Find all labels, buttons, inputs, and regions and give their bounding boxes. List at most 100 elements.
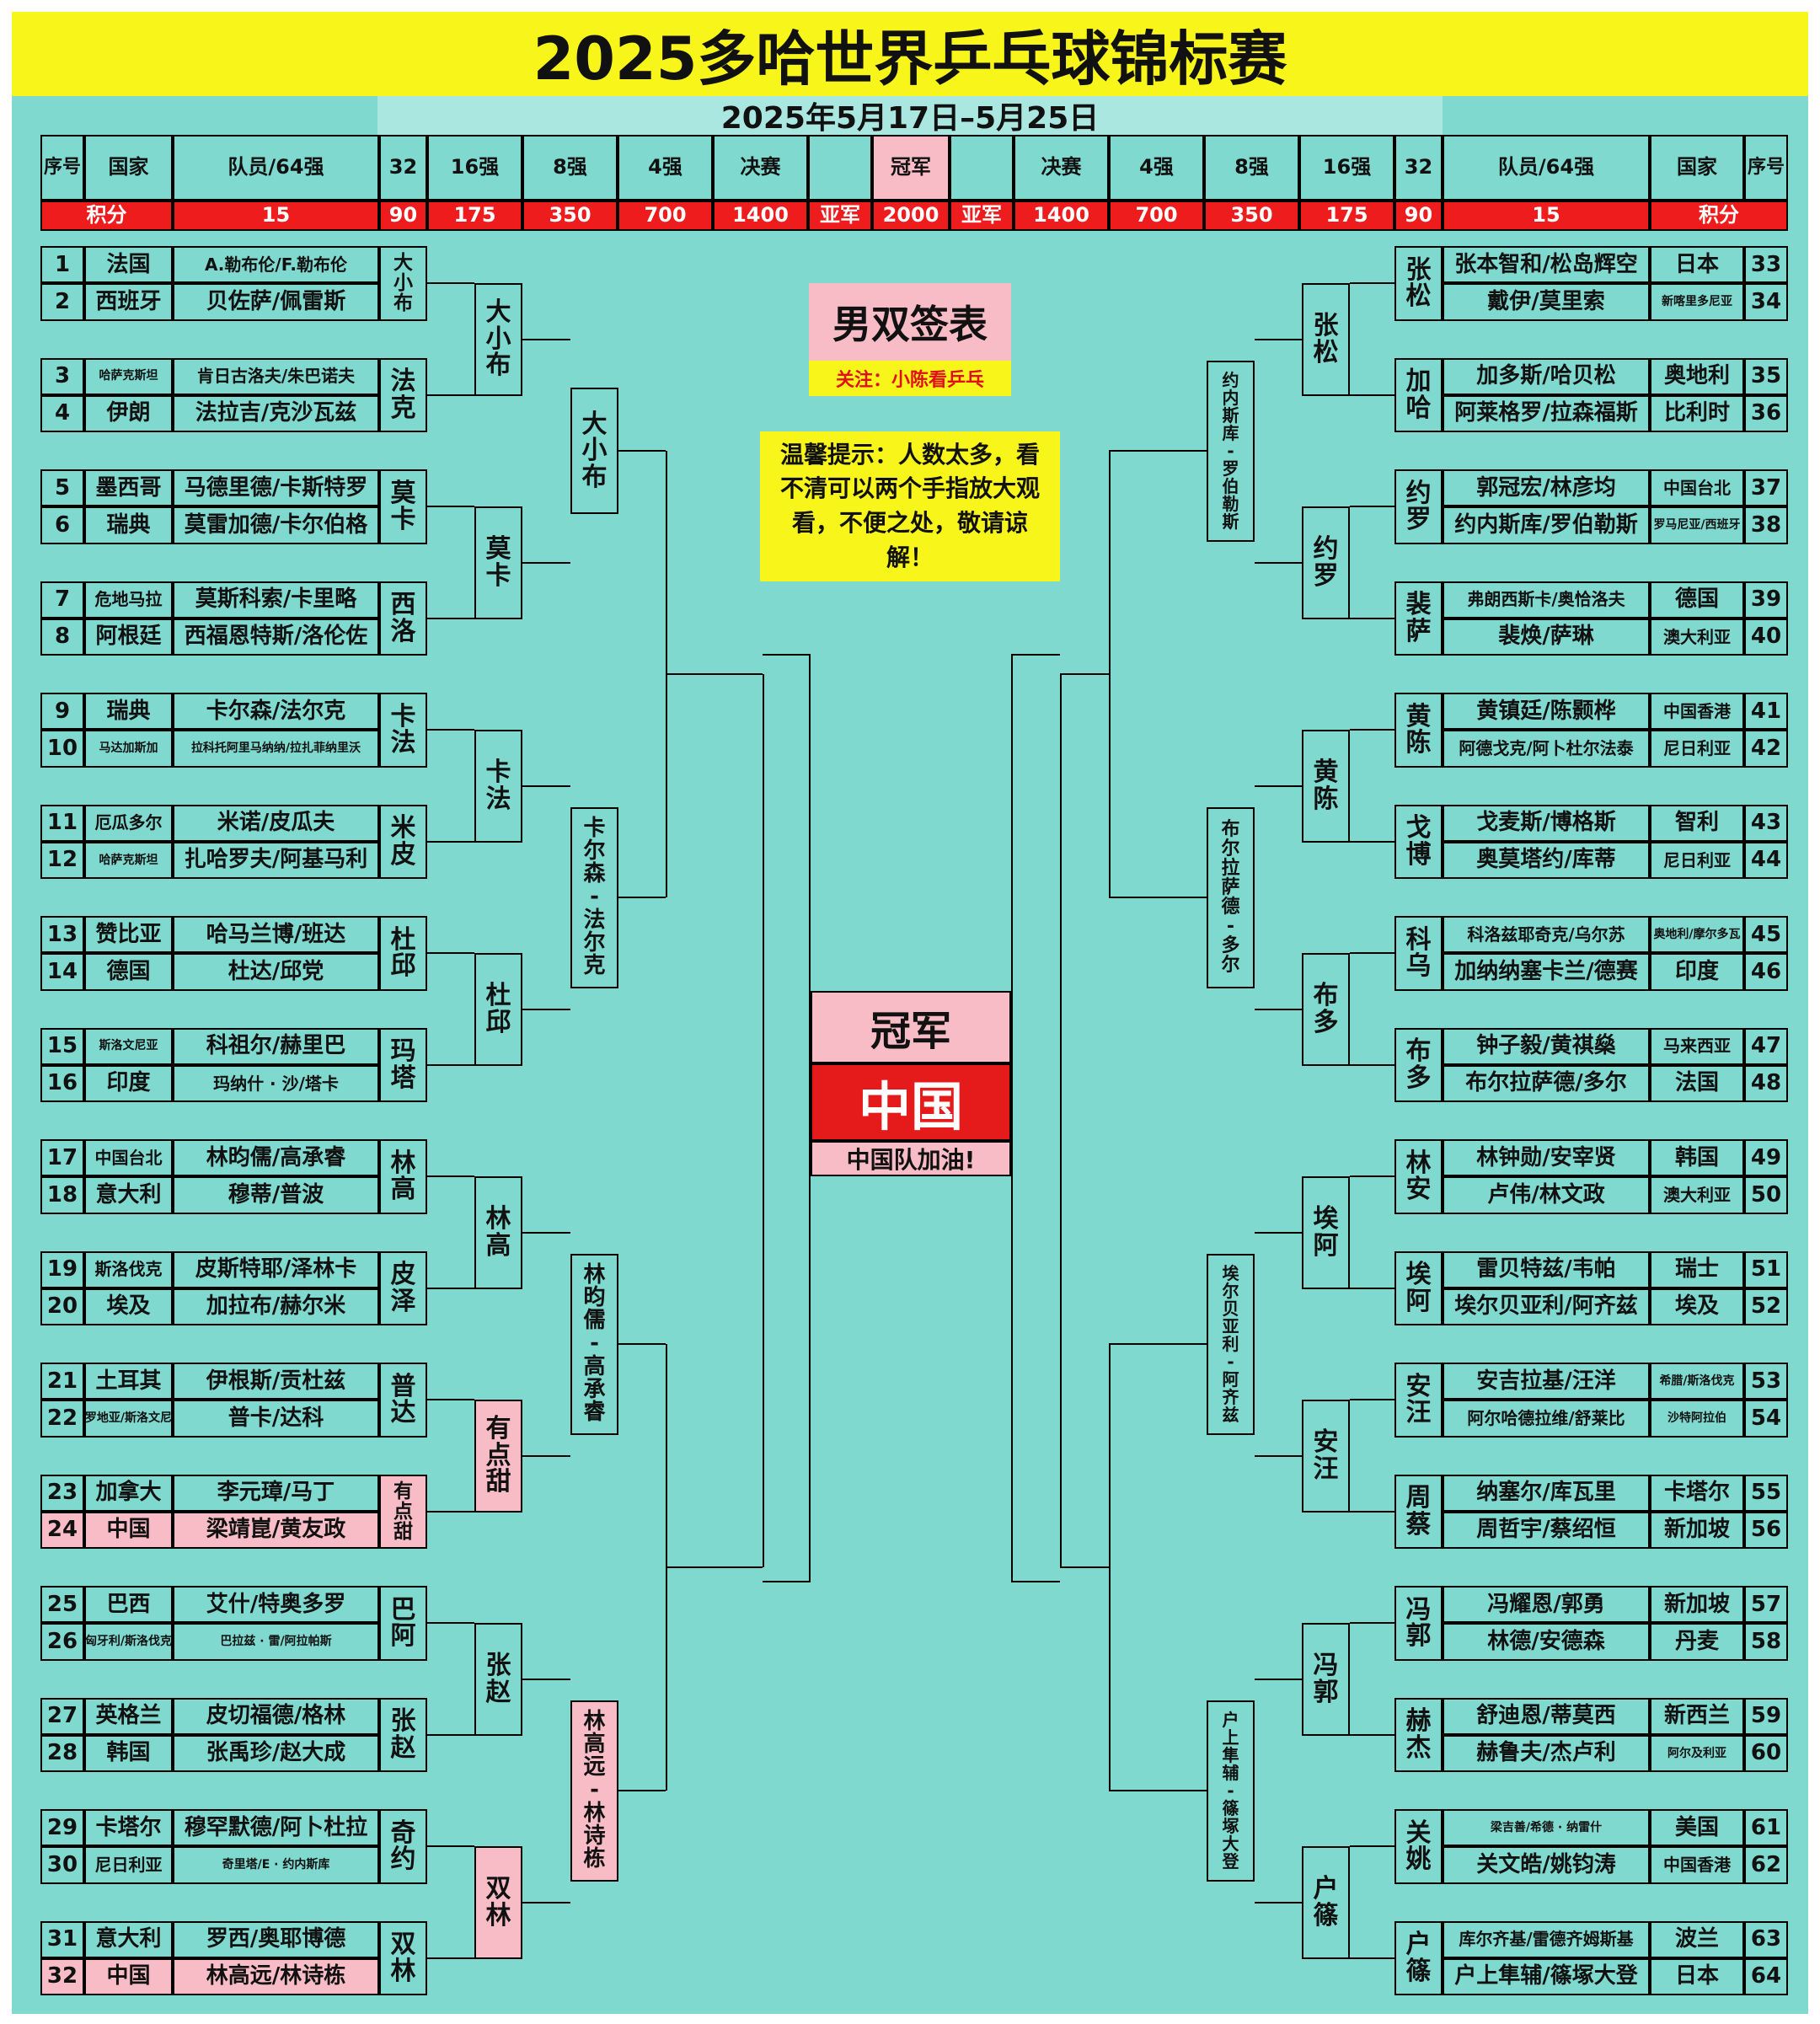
bracket-line — [1255, 1454, 1302, 1457]
points-r64: 15 — [173, 201, 379, 231]
team-country: 新加坡 — [1650, 1511, 1744, 1550]
seed-number: 41 — [1744, 693, 1788, 731]
bracket-line — [1255, 1678, 1302, 1680]
seed-number: 59 — [1744, 1697, 1788, 1735]
points-final: 1400 — [713, 201, 808, 231]
seed-number: 6 — [40, 506, 84, 544]
header-sf: 4强 — [618, 135, 713, 201]
team-country: 德国 — [1650, 581, 1744, 618]
team-players: 赫鲁夫/杰卢利 — [1443, 1734, 1650, 1773]
team-players: 扎哈罗夫/阿基马利 — [173, 841, 379, 880]
r16-winner-left: 林高 — [474, 1175, 522, 1289]
header-final: 决赛 — [1014, 135, 1109, 201]
team-country: 土耳其 — [84, 1363, 173, 1400]
seed-number: 62 — [1744, 1846, 1788, 1884]
seed-number: 38 — [1744, 506, 1788, 544]
bracket-line — [1350, 729, 1394, 731]
bracket-line — [1109, 450, 1207, 452]
bracket-line — [522, 1454, 570, 1457]
header-r32: 32 — [379, 135, 427, 201]
header-blank — [808, 135, 872, 201]
seed-number: 31 — [40, 1920, 84, 1958]
team-country: 印度 — [84, 1064, 173, 1103]
team-country: 巴西 — [84, 1586, 173, 1624]
team-country: 澳大利亚 — [1650, 618, 1744, 656]
team-country: 新西兰 — [1650, 1697, 1744, 1735]
bracket-line — [618, 897, 666, 899]
r16-winner-right: 冯郭 — [1302, 1622, 1350, 1736]
seed-number: 9 — [40, 693, 84, 731]
r32-winner-right: 戈博 — [1394, 804, 1443, 880]
team-country: 比利时 — [1650, 394, 1744, 433]
team-players: 林高远/林诗栋 — [173, 1957, 379, 1996]
seed-number: 15 — [40, 1027, 84, 1065]
header-champion: 冠军 — [872, 135, 950, 201]
bracket-line — [1350, 1957, 1394, 1959]
team-players: 莫斯科索/卡里略 — [173, 581, 379, 618]
team-country: 印度 — [1650, 953, 1744, 991]
seed-number: 44 — [1744, 841, 1788, 880]
bracket-line — [1011, 654, 1060, 656]
seed-number: 46 — [1744, 953, 1788, 991]
r32-winner-left: 法克 — [379, 357, 427, 433]
seed-number: 60 — [1744, 1734, 1788, 1773]
team-players: 普卡/达科 — [173, 1400, 379, 1438]
bracket-line — [427, 394, 474, 396]
champion-label: 冠军 — [811, 991, 1011, 1063]
seed-number: 2 — [40, 283, 84, 321]
header-qf: 8强 — [1204, 135, 1299, 201]
team-country: 中国香港 — [1650, 1846, 1744, 1884]
team-players: 卢伟/林文政 — [1443, 1176, 1650, 1214]
seed-number: 18 — [40, 1176, 84, 1214]
team-country: 瑞典 — [84, 506, 173, 544]
team-country: 哈萨克斯坦 — [84, 841, 173, 880]
team-players: 纳塞尔/库瓦里 — [1443, 1474, 1650, 1512]
header-final: 决赛 — [713, 135, 808, 201]
team-players: 钟子毅/黄祺燊 — [1443, 1027, 1650, 1065]
team-players: 哈马兰博/班达 — [173, 916, 379, 954]
header-country: 国家 — [84, 135, 173, 201]
team-country: 瑞士 — [1650, 1250, 1744, 1288]
team-country: 英格兰 — [84, 1697, 173, 1735]
bracket-line — [618, 1790, 666, 1792]
cheer-text: 中国队加油! — [811, 1141, 1011, 1176]
team-country: 法国 — [1650, 1064, 1744, 1103]
seed-number: 3 — [40, 357, 84, 395]
team-country: 卡塔尔 — [84, 1809, 173, 1847]
bracket-line — [522, 338, 570, 340]
team-players: 杜达/邱党 — [173, 953, 379, 991]
bracket-line — [1060, 673, 1109, 676]
bracket-line — [522, 1901, 570, 1904]
r32-winner-left: 米皮 — [379, 804, 427, 880]
seed-number: 48 — [1744, 1064, 1788, 1103]
team-players: 雷贝特兹/韦帕 — [1443, 1250, 1650, 1288]
seed-number: 12 — [40, 841, 84, 880]
r16-winner-right: 布多 — [1302, 952, 1350, 1066]
team-country: 意大利 — [84, 1176, 173, 1214]
team-players: 林德/安德森 — [1443, 1623, 1650, 1661]
team-country: 新喀里多尼亚 — [1650, 283, 1744, 321]
team-players: 梁靖崑/黄友政 — [173, 1511, 379, 1550]
bracket-line — [1109, 897, 1207, 899]
r32-winner-right: 科乌 — [1394, 916, 1443, 991]
bracket-line — [1011, 654, 1013, 1581]
r32-winner-left: 大小布 — [379, 246, 427, 321]
seed-number: 19 — [40, 1250, 84, 1288]
r16-winner-right: 安汪 — [1302, 1399, 1350, 1513]
r32-winner-right: 赫杰 — [1394, 1697, 1443, 1773]
bracket-line — [1350, 1063, 1394, 1066]
team-country: 厄瓜多尔 — [84, 804, 173, 842]
seed-number: 45 — [1744, 916, 1788, 954]
qf-winner-right: 埃尔贝亚利-阿齐兹 — [1207, 1253, 1255, 1435]
seed-number: 16 — [40, 1064, 84, 1103]
team-country: 尼日利亚 — [1650, 730, 1744, 768]
bracket-line — [1350, 506, 1394, 508]
team-players: 拉科托阿里马纳纳/拉扎菲纳里沃 — [173, 730, 379, 768]
team-country: 日本 — [1650, 246, 1744, 284]
team-players: 阿德戈克/阿卜杜尔法泰 — [1443, 730, 1650, 768]
seed-number: 63 — [1744, 1920, 1788, 1958]
bracket-line — [763, 674, 764, 1568]
bracket-line — [1255, 784, 1302, 787]
seed-number: 50 — [1744, 1176, 1788, 1214]
team-country: 斯洛伐克 — [84, 1250, 173, 1288]
